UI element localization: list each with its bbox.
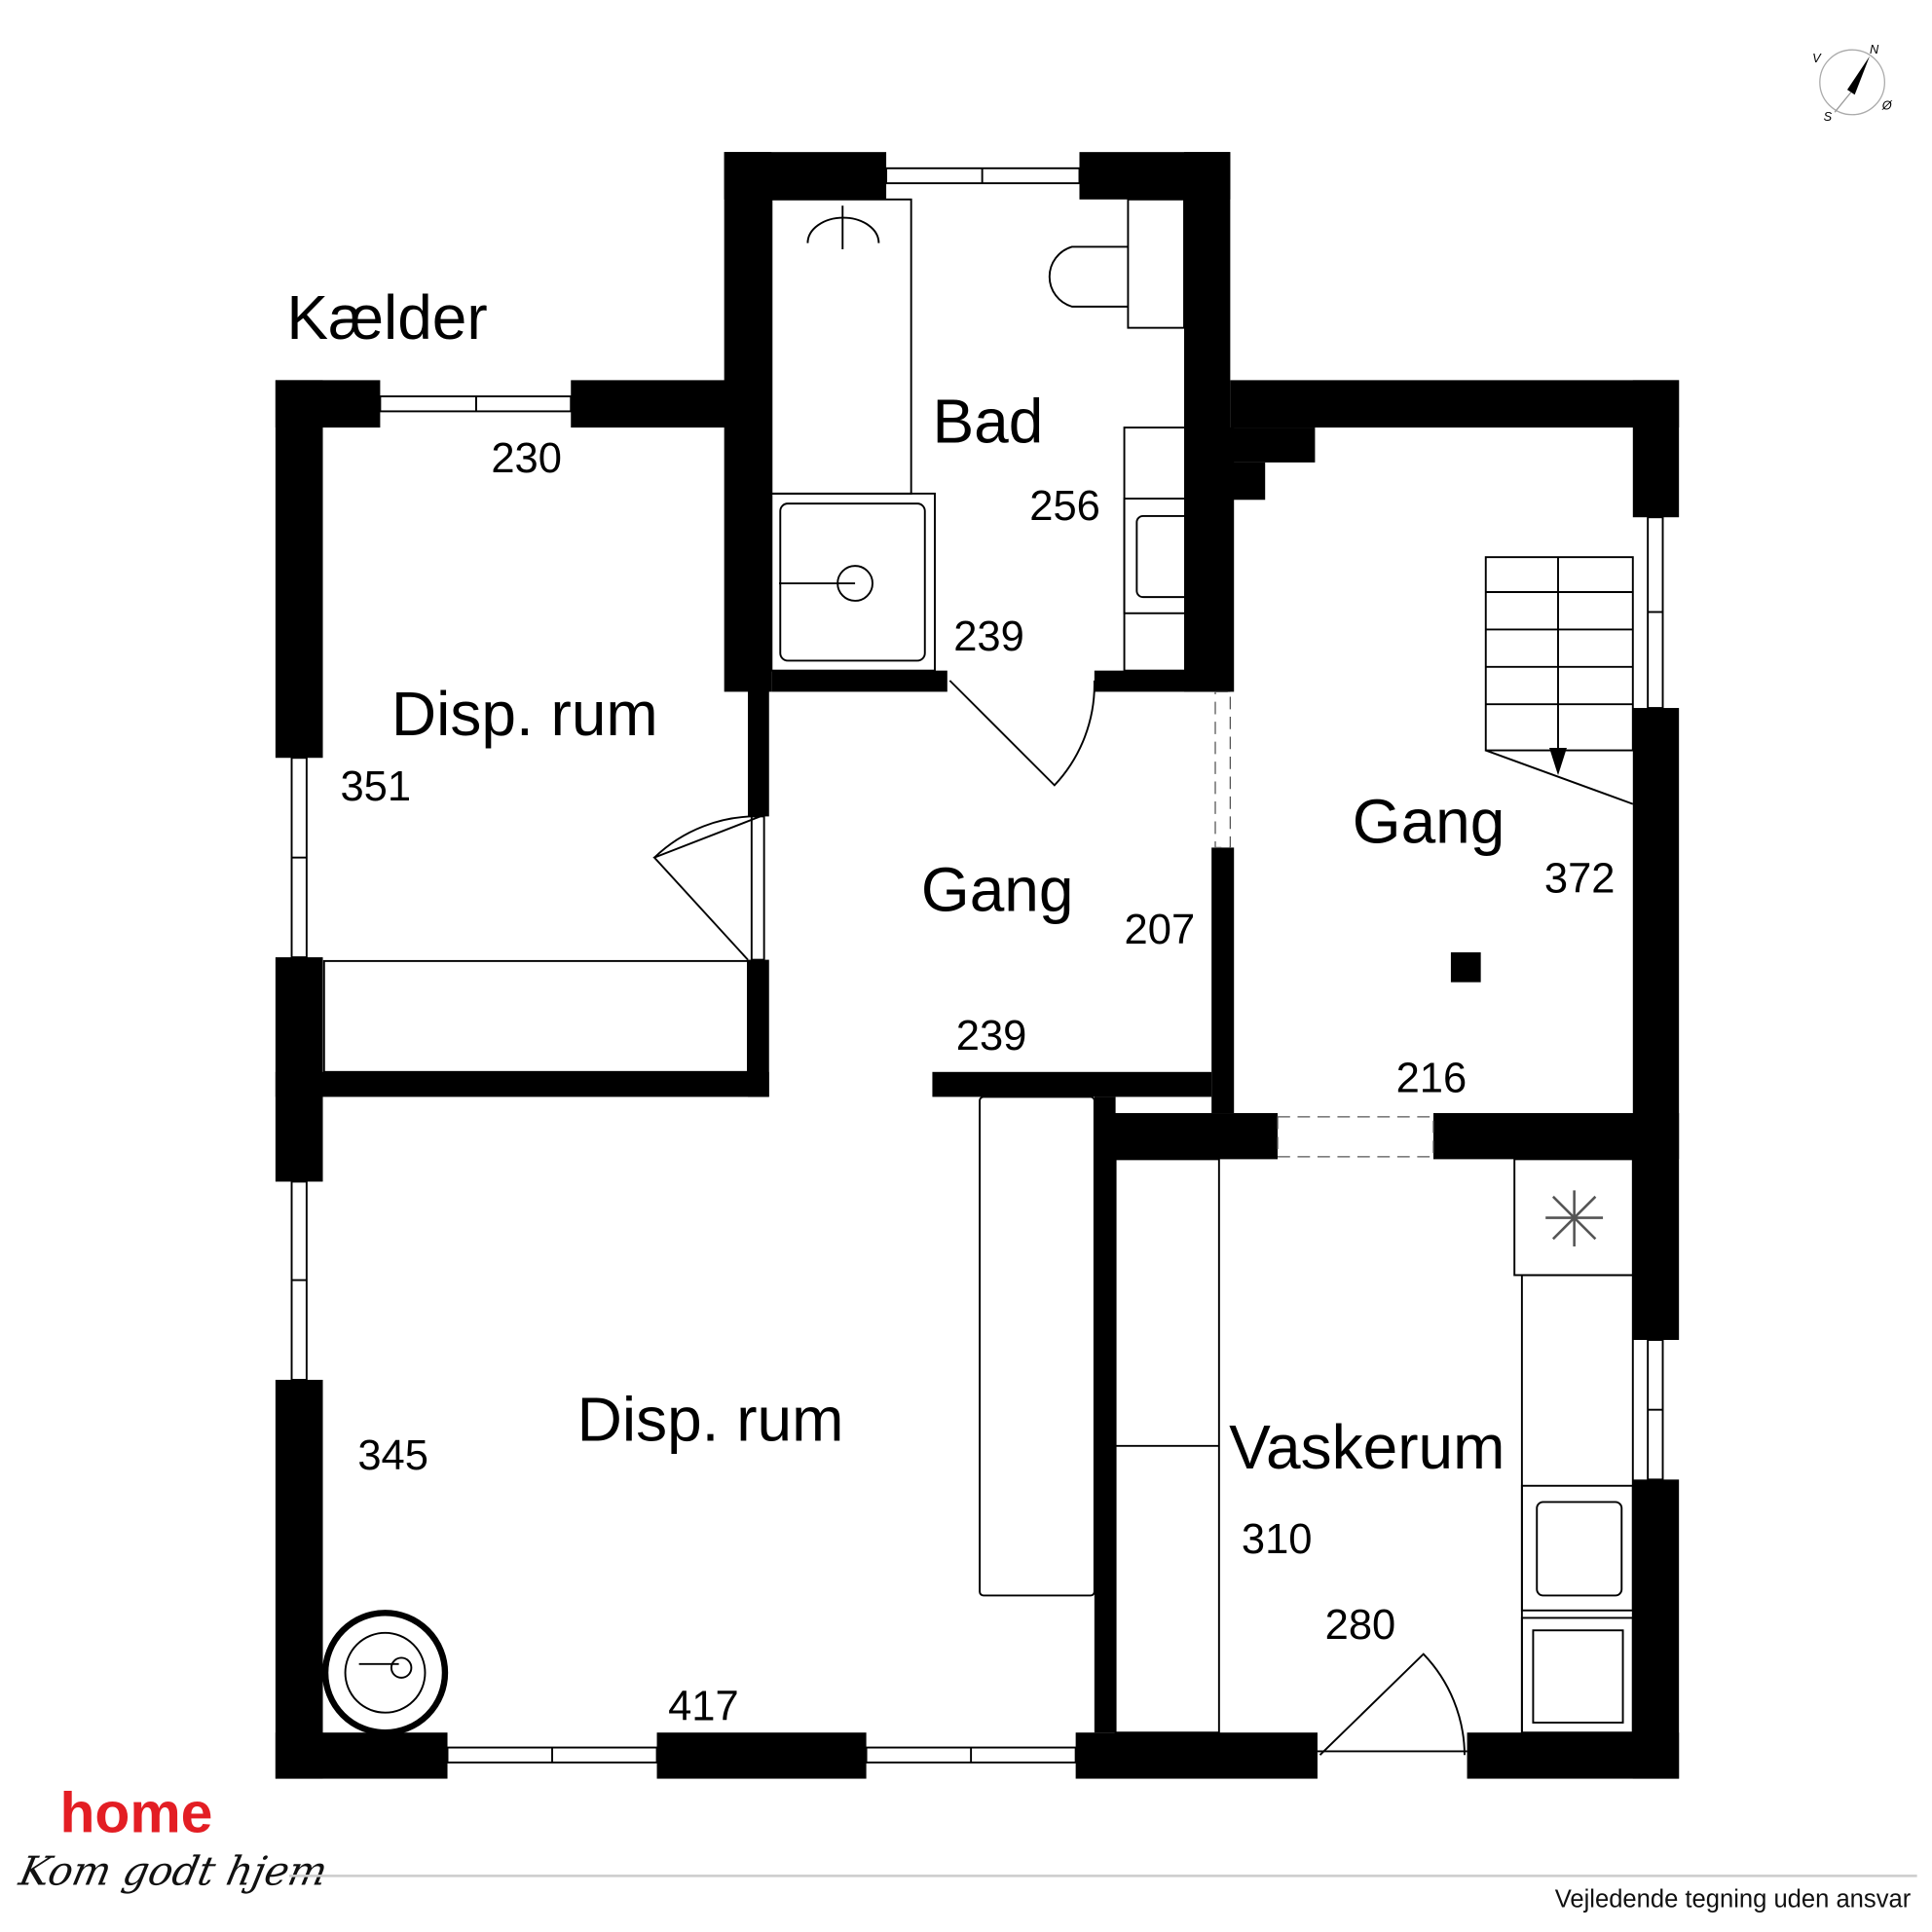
windows [290, 167, 1664, 1764]
room-dim: 239 [956, 1013, 1027, 1059]
brand-tagline: Kom godt hjem [15, 1848, 332, 1894]
compass-n: N [1870, 42, 1879, 56]
fixtures [321, 198, 1634, 1737]
room-dim: 239 [953, 613, 1024, 660]
compass-w: V [1812, 51, 1822, 65]
room-dim: 372 [1544, 855, 1616, 902]
walls [275, 152, 1680, 1779]
room-dim: 280 [1325, 1602, 1396, 1649]
brand-logo: home [59, 1782, 212, 1845]
doors [652, 680, 1468, 1756]
room-dim: 230 [491, 435, 562, 482]
room-dim: 216 [1396, 1055, 1468, 1101]
room-dim: 256 [1029, 483, 1100, 530]
room-dim: 345 [357, 1432, 428, 1479]
room-name-disp-rum: Disp. rum [391, 679, 658, 749]
room-name-vaskerum: Vaskerum [1229, 1412, 1505, 1482]
room-dim: 207 [1125, 907, 1196, 953]
room-dim: 417 [668, 1683, 739, 1729]
compass-e: Ø [1881, 98, 1893, 113]
footer-disclaimer: Vejledende tegning uden ansvar [1555, 1885, 1912, 1913]
floor-label: Kælder [286, 282, 487, 353]
room-name-disp-rum: Disp. rum [577, 1385, 844, 1455]
room-name-gang: Gang [1353, 786, 1505, 856]
room-name-gang: Gang [921, 855, 1074, 925]
room-name-bad: Bad [932, 386, 1043, 456]
room-dim: 351 [340, 763, 411, 810]
compass-icon: N V Ø S [1812, 42, 1893, 124]
compass-s: S [1824, 109, 1833, 124]
room-dim: 310 [1242, 1516, 1313, 1563]
